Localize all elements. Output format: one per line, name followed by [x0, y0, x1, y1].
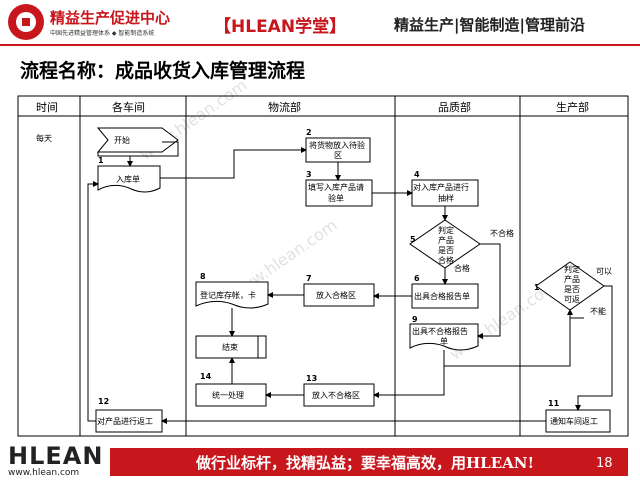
node-3-label-b: 验单: [328, 193, 344, 203]
brand-subtitle: 中国先进精益管理体系 ◆ 智能制造系统: [50, 30, 155, 37]
step-num-7: 7: [306, 274, 312, 283]
node-2: [305, 137, 371, 163]
label-unqualified: 不合格: [490, 228, 514, 238]
node-3-label-a: 填写入库产品请: [308, 182, 364, 192]
node-6-label: 出具合格报告单: [414, 291, 470, 301]
school-rest: LEAN学堂】: [245, 17, 347, 37]
swimlane-frame: [17, 95, 629, 437]
brand-name: 精益生产促进中心: [50, 9, 171, 27]
start-node: [96, 127, 179, 153]
node-4-label-b: 抽样: [438, 193, 454, 203]
end-label: 结束: [222, 342, 238, 352]
svg-text:是否: 是否: [438, 246, 454, 255]
time-label: 每天: [36, 133, 52, 143]
header-divider: [0, 44, 640, 46]
slogan: 精益生产|智能制造|管理前沿: [394, 16, 585, 34]
connectors: [87, 147, 613, 424]
node-4-label-a: 对入库产品进行: [413, 182, 469, 192]
footer-url: www.hlean.com: [8, 468, 80, 478]
node-9: [409, 323, 479, 351]
node-12-label: 对产品进行返工: [97, 416, 153, 426]
node-1-label: 入库单: [116, 174, 140, 184]
start-label: 开始: [114, 135, 130, 145]
svg-text:单: 单: [440, 336, 448, 346]
step-num-11: 11: [548, 399, 560, 408]
step-num-12: 12: [98, 397, 109, 406]
page-title: 流程名称：成品收货入库管理流程: [20, 60, 306, 82]
node-4: [411, 179, 479, 207]
node-13-label: 放入不合格区: [312, 390, 360, 400]
logo-dot: [22, 18, 30, 26]
node-14-label: 统一处理: [212, 390, 244, 400]
footer-slogan: 做行业标杆，找精弘益；要幸福高效，用HLEAN!: [196, 454, 535, 472]
col-workshop: 各车间: [112, 100, 145, 114]
svg-text:判定: 判定: [564, 264, 580, 274]
node-8-label: 登记库存帐，卡: [200, 290, 256, 300]
start-shadow: [97, 141, 179, 157]
step-num-13: 13: [306, 374, 317, 383]
col-logistics: 物流部: [268, 100, 301, 114]
school-h: H: [231, 17, 246, 37]
step-num-1: 1: [98, 156, 104, 165]
col-production: 生产部: [556, 100, 589, 114]
label-cannot: 不能: [590, 306, 606, 316]
step-num-3: 3: [306, 170, 312, 179]
label-qualified: 合格: [454, 263, 470, 273]
svg-text:产品: 产品: [438, 235, 454, 245]
col-time: 时间: [36, 101, 58, 114]
header: [0, 0, 640, 48]
node-11-label: 通知车间返工: [550, 416, 598, 426]
label-can: 可以: [596, 267, 612, 276]
svg-text:产品: 产品: [564, 274, 580, 284]
svg-text:合格: 合格: [438, 255, 454, 265]
node-7-label: 放入合格区: [316, 290, 356, 300]
node-8: [195, 281, 269, 309]
step-num-8: 8: [200, 272, 206, 281]
footer-bar: [110, 448, 628, 476]
col-quality: 品质部: [438, 100, 471, 114]
svg-text:出具不合格报告: 出具不合格报告: [412, 326, 468, 336]
step-num-9: 9: [412, 315, 418, 324]
step-num-6: 6: [414, 274, 420, 283]
svg-text:可返: 可返: [564, 295, 580, 304]
step-num-14: 14: [200, 372, 212, 381]
node-2-label-b: 区: [334, 151, 342, 160]
step-num-4: 4: [414, 170, 420, 179]
school-prefix: 【: [214, 17, 231, 37]
node-1: [97, 165, 161, 193]
step-num-2: 2: [306, 128, 312, 137]
svg-text:是否: 是否: [564, 285, 580, 294]
hlean-school: 【HLEAN学堂】: [214, 12, 346, 37]
page-number: 18: [596, 456, 613, 471]
node-2-label-a: 将货物放入待验: [309, 140, 365, 150]
svg-text:判定: 判定: [438, 225, 454, 235]
footer-logo: HLEAN: [8, 442, 104, 470]
node-6: [411, 283, 479, 309]
step-num-5: 5: [410, 235, 416, 244]
